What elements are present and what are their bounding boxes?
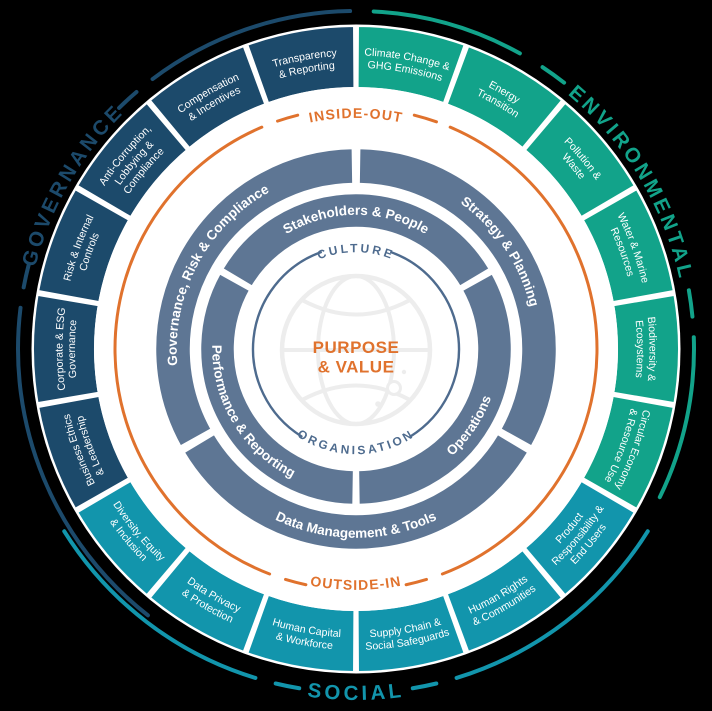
flow-ring: INSIDE-OUT OUTSIDE-IN [113, 105, 599, 593]
flow-ring-arc [404, 577, 428, 587]
flow-ring-arc [412, 113, 438, 124]
social-arc-label: SOCIAL [306, 679, 405, 705]
operations-segment [356, 271, 514, 507]
purpose-value-line: PURPOSE [313, 338, 400, 357]
purpose-value-line: & VALUE [318, 358, 395, 377]
inside-out-label: INSIDE-OUT [307, 105, 404, 126]
globe-icon [279, 273, 433, 427]
biodiversity-ecosystems-segment [612, 293, 680, 405]
governance-arc [16, 305, 150, 618]
strategy-planning-segment [357, 146, 559, 449]
governance-arc [21, 262, 31, 290]
environmental-arc [540, 65, 567, 85]
corporate-esg-governance-label: Corporate & ESG [53, 307, 68, 391]
core-ring-arc [251, 251, 322, 438]
environmental-arc [371, 9, 522, 56]
biodiversity-ecosystems-label: Biodiversity & [645, 316, 659, 382]
environmental-arc [686, 288, 695, 319]
flow-ring-arc [284, 577, 308, 587]
outer-ring [32, 25, 680, 673]
corporate-esg-governance-label: Governance [66, 319, 79, 378]
flow-ring-arc [113, 125, 272, 576]
stakeholders-people-segment [220, 191, 492, 289]
flow-ring-arc [440, 125, 599, 576]
governance-arc [150, 9, 353, 82]
performance-reporting-segment [198, 271, 356, 507]
core-ring-arc [390, 251, 461, 438]
outside-in-label: OUTSIDE-IN [309, 573, 402, 593]
social-arc [273, 681, 302, 691]
social-arc [454, 529, 650, 680]
globe-node-dot [386, 380, 402, 396]
center-purpose: PURPOSE& VALUE [313, 338, 400, 377]
social-arc [62, 529, 258, 680]
governance-arc [117, 89, 139, 110]
flow-ring-arc [276, 113, 300, 123]
biodiversity-ecosystems-label: Ecosystems [633, 320, 646, 379]
social-arc [410, 681, 439, 691]
environmental-arc [657, 335, 696, 500]
data-management-tools-segment [181, 432, 531, 552]
governance-risk-compliance-segment [153, 146, 355, 449]
